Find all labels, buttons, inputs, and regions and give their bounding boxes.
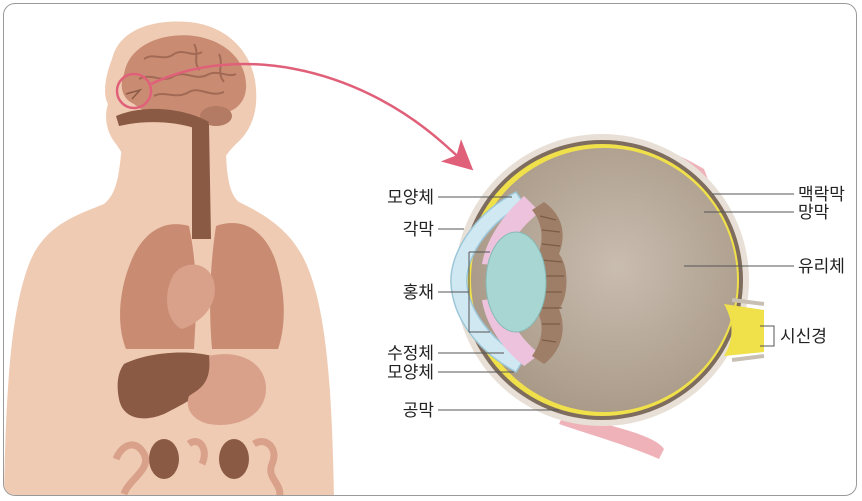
label-choroid: 맥락막	[798, 185, 845, 205]
diagram-canvas: 모양체 각막 홍채 수정체 모양체 공막 맥락막 망막 유리체 시신경	[4, 4, 857, 496]
human-body-illustration	[4, 21, 334, 496]
label-optic-nerve: 시신경	[780, 327, 827, 347]
label-ciliary-body-bottom: 모양체	[387, 363, 434, 383]
label-vitreous: 유리체	[798, 257, 845, 277]
diagram-frame: 모양체 각막 홍채 수정체 모양체 공막 맥락막 망막 유리체 시신경	[3, 3, 857, 496]
label-retina: 망막	[798, 203, 830, 223]
label-cornea: 각막	[403, 220, 435, 240]
label-ciliary-body-top: 모양체	[387, 188, 434, 208]
trachea	[192, 124, 211, 239]
label-lens: 수정체	[387, 344, 434, 364]
right-kidney	[219, 439, 249, 479]
lens	[486, 232, 546, 332]
label-sclera: 공막	[403, 401, 435, 421]
label-iris: 홍채	[403, 283, 434, 303]
left-kidney	[149, 439, 179, 479]
